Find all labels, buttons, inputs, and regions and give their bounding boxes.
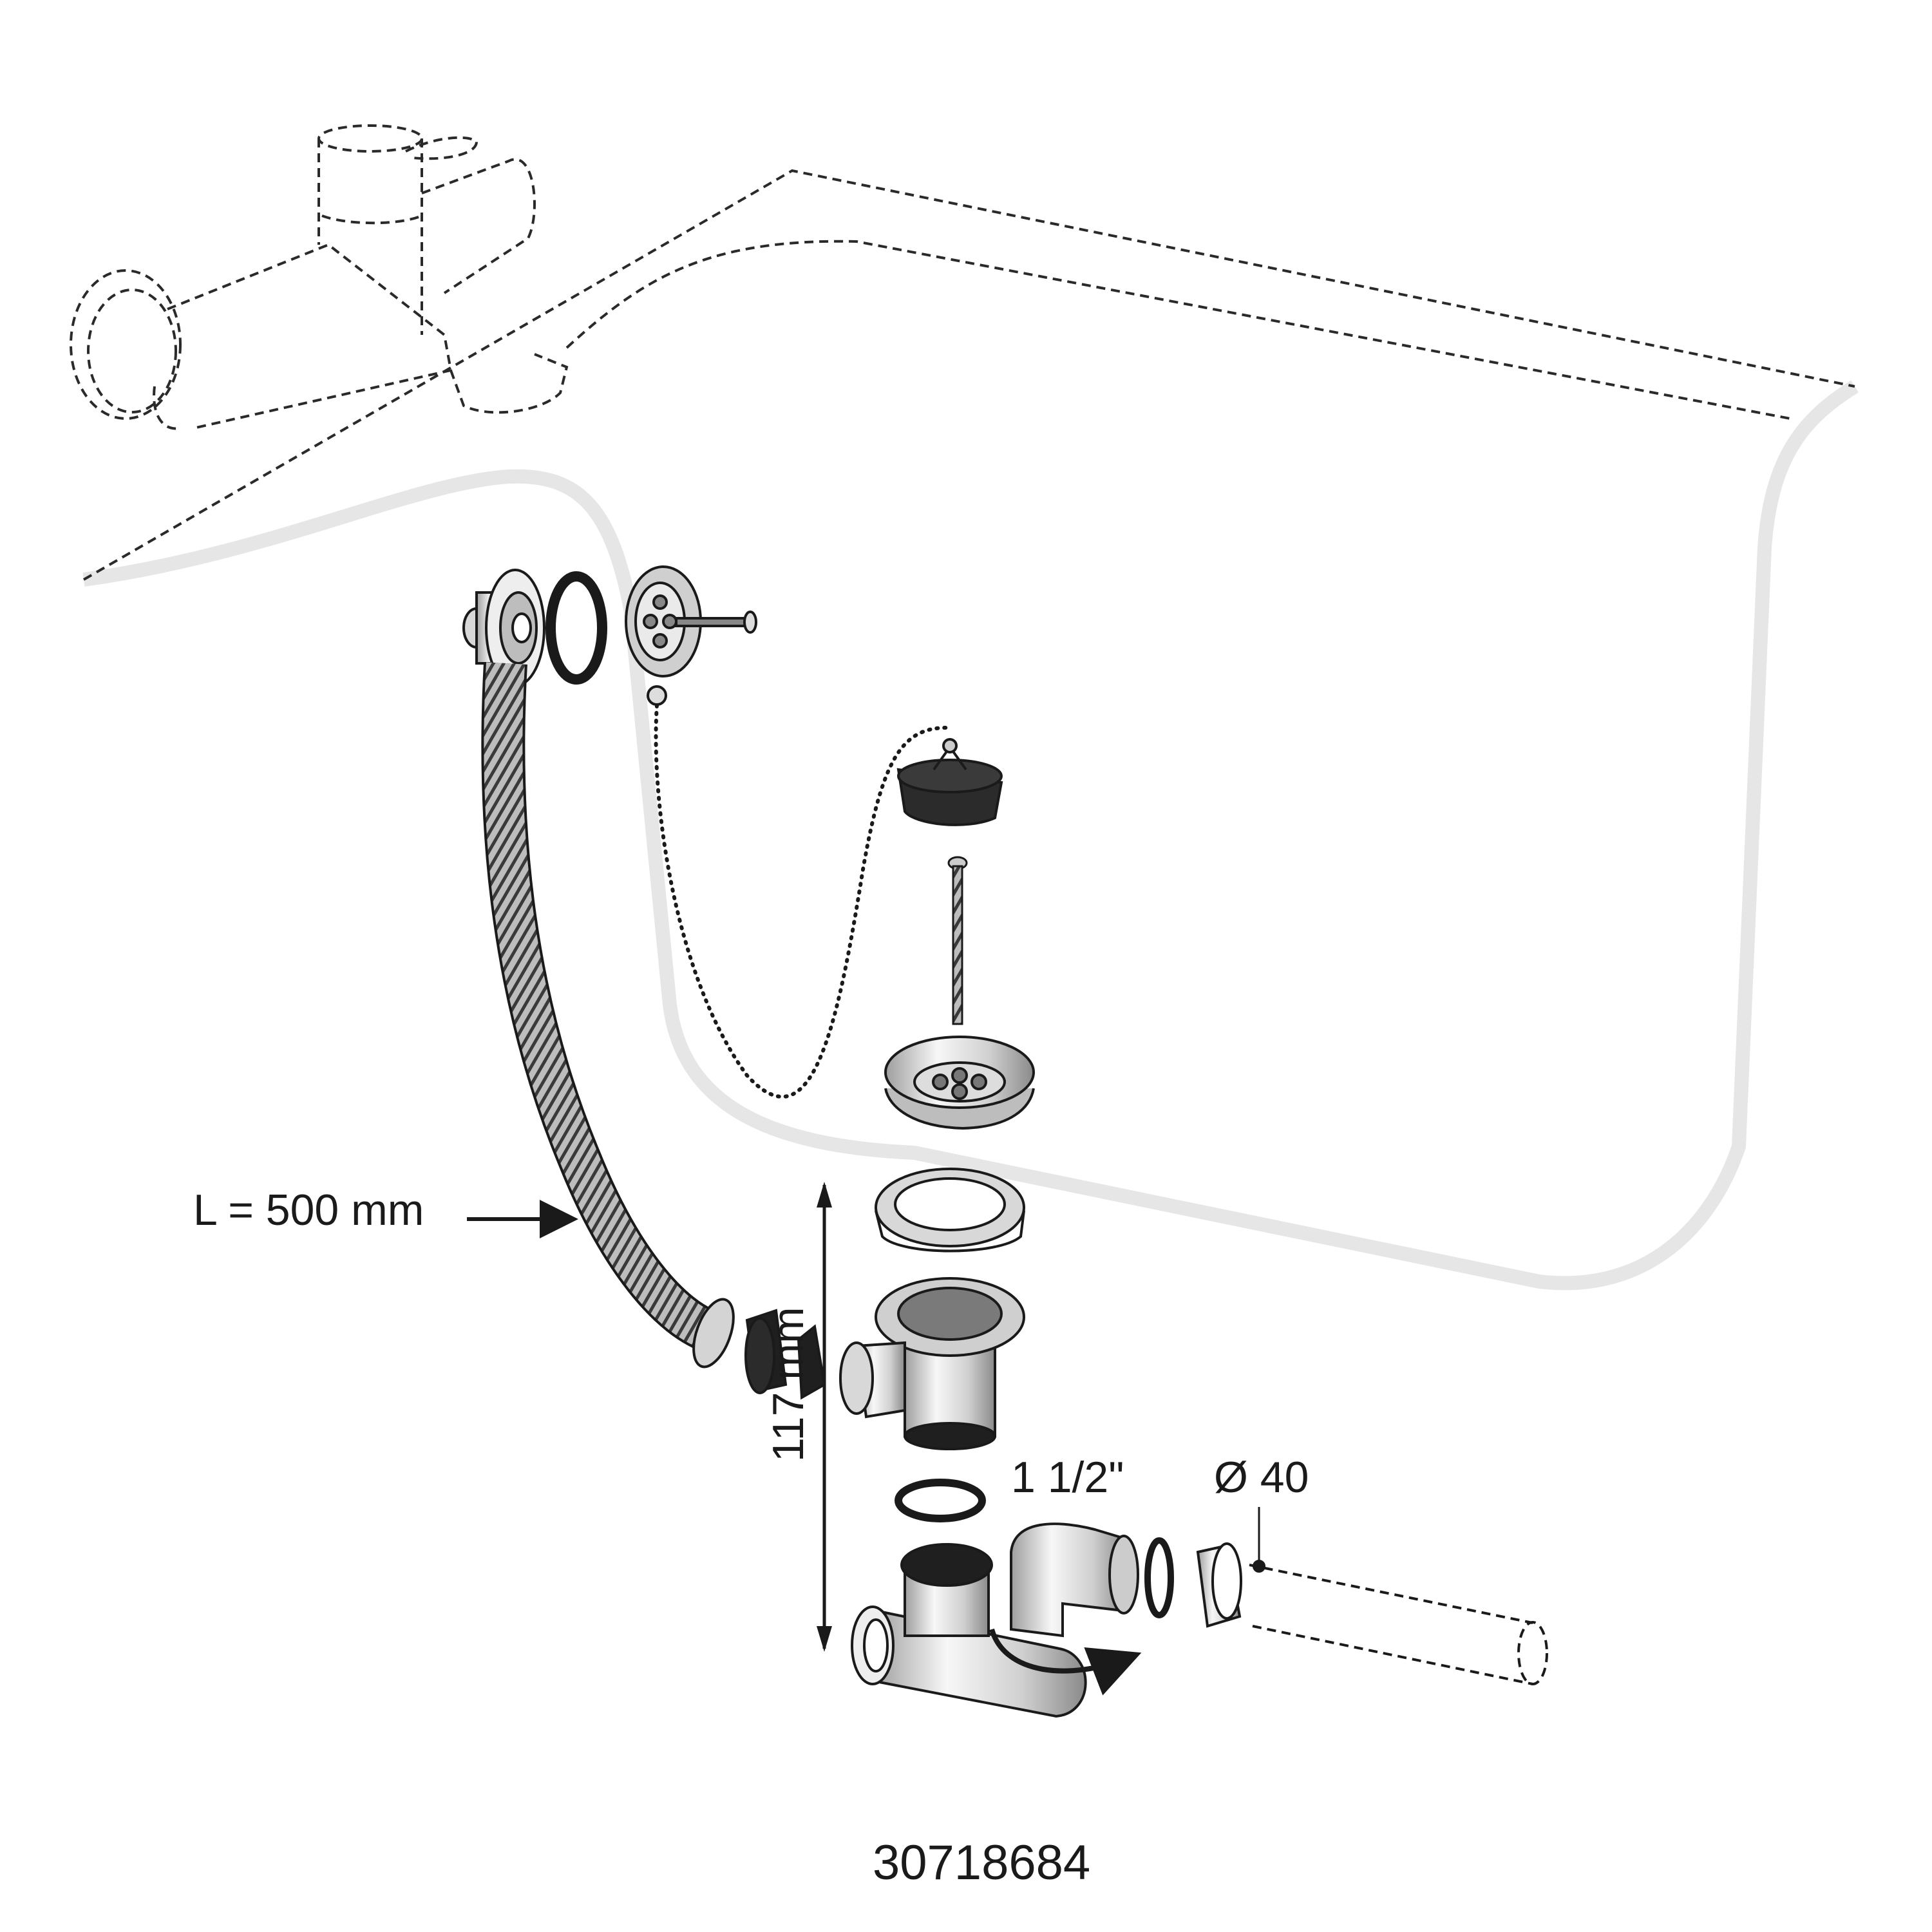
hose-length-label: L = 500 mm <box>193 1186 424 1235</box>
faucet-icon <box>70 124 569 430</box>
drain-body <box>839 1277 1025 1450</box>
hose-icon <box>481 662 735 1368</box>
overflow-icon <box>462 569 545 687</box>
screw-icon <box>675 611 757 634</box>
gasket-icon <box>545 571 607 685</box>
thread-size-label: 1 1/2" <box>1011 1453 1124 1502</box>
gasket-icon <box>744 1309 826 1400</box>
height-dimension <box>817 1182 832 1652</box>
gasket-icon <box>895 1479 986 1522</box>
stopper-icon <box>896 738 1003 826</box>
strainer-icon <box>884 1036 1035 1130</box>
bathtub-icon <box>82 380 1859 1291</box>
height-label: 117 mm <box>764 1307 813 1462</box>
bathtub-rim <box>83 169 1855 581</box>
screw-icon <box>947 856 968 1025</box>
gasket-icon <box>875 1168 1025 1253</box>
chain-icon <box>654 703 949 1099</box>
siphon-icon <box>851 1522 1139 1718</box>
pipe-diameter-label: Ø 40 <box>1214 1453 1309 1502</box>
product-code: 30718684 <box>873 1835 1091 1890</box>
arrow-icon <box>989 1628 1142 1696</box>
pipe-icon <box>1144 1507 1548 1685</box>
